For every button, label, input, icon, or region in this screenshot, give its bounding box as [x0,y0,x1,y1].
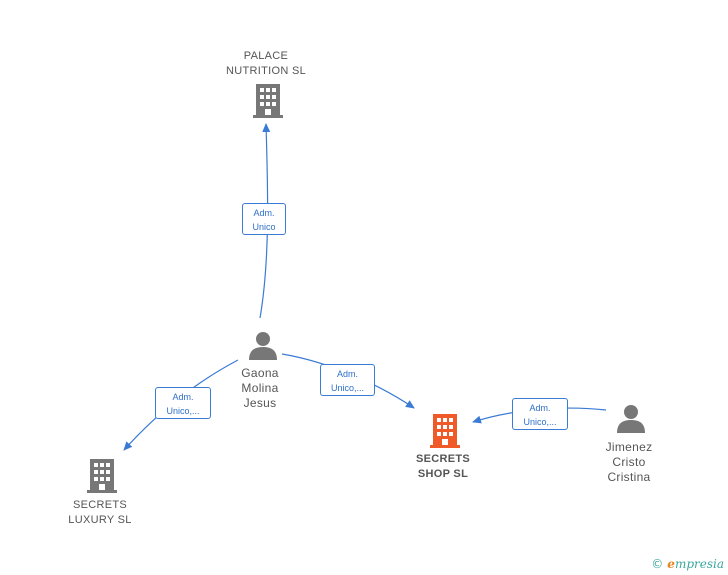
brand-rest: mpresia [674,557,724,571]
jimenez-label[interactable]: Jimenez Cristo Cristina [569,440,689,485]
edge-label-gaona-palace-line-2: Unico [252,222,276,232]
edge-label-jimenez-shop[interactable]: Adm. Unico,... [512,398,568,430]
jimenez-person-icon[interactable] [617,405,645,433]
palace-building-icon[interactable] [253,84,283,118]
jimenez-label-line-2: Cristo [612,455,646,469]
edge-label-gaona-luxury-line-2: Unico,... [166,406,200,416]
edge-label-gaona-shop-line-1: Adm. [336,369,358,379]
secrets-shop-label-line-1: SECRETS [415,453,471,465]
edge-label-gaona-luxury[interactable]: Adm. Unico,... [155,387,211,419]
edge-label-gaona-shop[interactable]: Adm. Unico,... [320,364,375,396]
jimenez-label-line-1: Jimenez [605,440,653,454]
palace-label-line-2: NUTRITION SL [226,65,306,77]
edge-label-jimenez-shop-line-2: Unico,... [523,417,557,427]
edge-label-gaona-luxury-line-1: Adm. [172,392,194,402]
edge-label-jimenez-shop-line-1: Adm. [529,403,551,413]
edge-label-gaona-palace-line-1: Adm. [253,208,275,218]
copyright-icon: © [651,557,664,571]
secrets-luxury-label[interactable]: SECRETS LUXURY SL [40,498,160,528]
secrets-luxury-label-line-2: LUXURY SL [68,514,132,526]
brand-initial: e [667,557,675,571]
empresia-logo: ©empresia [651,557,724,571]
secrets-shop-label-line-2: SHOP SL [417,468,469,480]
jimenez-label-line-3: Cristina [607,470,651,484]
secrets-luxury-label-line-1: SECRETS [72,499,128,511]
secrets-shop-label[interactable]: SECRETS SHOP SL [383,452,503,482]
gaona-label-line-3: Jesus [243,396,277,410]
palace-label-line-1: PALACE [243,50,289,62]
edge-label-gaona-shop-line-2: Unico,... [330,383,364,393]
secrets-luxury-building-icon[interactable] [87,459,117,493]
gaona-label-line-1: Gaona [241,366,279,380]
gaona-person-icon[interactable] [249,332,277,360]
secrets-shop-building-icon[interactable] [430,414,460,448]
gaona-label-line-2: Molina [241,381,279,395]
gaona-label[interactable]: Gaona Molina Jesus [200,366,320,411]
palace-label[interactable]: PALACE NUTRITION SL [206,49,326,79]
edge-label-gaona-palace[interactable]: Adm. Unico [242,203,286,235]
